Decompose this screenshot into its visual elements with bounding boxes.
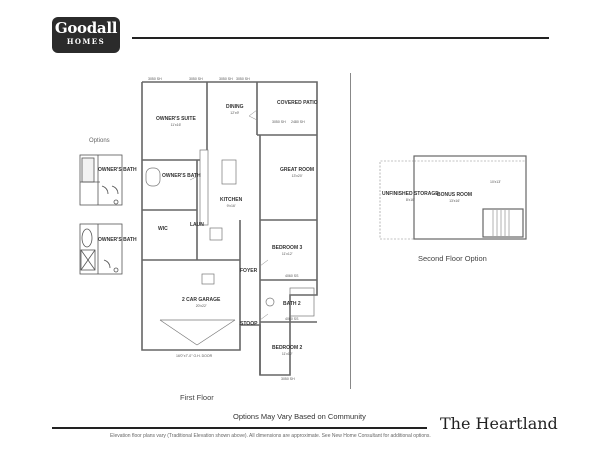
options-bath-label-1: OWNER'S BATH: [98, 167, 137, 173]
options-caption: Options: [89, 138, 110, 144]
window-tag: 3050 SH: [272, 120, 286, 124]
header-rule: [132, 37, 549, 39]
room-covered-patio: COVERED PATIO: [277, 100, 318, 106]
room-wic: WIC: [158, 226, 168, 232]
footer-rule: [52, 427, 427, 429]
room-bath-2: BATH 2: [283, 301, 301, 307]
first-floor-plan: [141, 81, 318, 376]
plan-divider: [350, 73, 351, 389]
room-laundry: LAUN: [190, 222, 204, 228]
room-stoop: STOOP: [240, 321, 258, 327]
disclaimer: Elevation floor plans vary (Traditional …: [110, 433, 431, 439]
plan-title: The Heartland: [440, 414, 558, 433]
window-tag: 2480 SH: [291, 120, 305, 124]
room-foyer: FOYER: [240, 268, 258, 274]
window-tag: 4060 SS: [285, 274, 299, 278]
window-tag: 3050 SH: [281, 377, 295, 381]
room-owners-bath: OWNER'S BATH: [162, 173, 201, 179]
brand-logo: Goodall HOMES: [52, 17, 120, 53]
options-bath-variant-2: [79, 223, 123, 275]
brand-name: Goodall: [54, 19, 118, 37]
garage-door-tag: 16'0"x7'-0" O.H. DOOR: [176, 354, 213, 358]
first-floor-caption: First Floor: [180, 393, 214, 402]
window-tag: 3050 SH: [189, 77, 203, 81]
second-floor-plan: [379, 155, 527, 240]
bonus-extension-dim: 10'x13': [490, 180, 501, 184]
second-floor-caption: Second Floor Option: [418, 254, 487, 263]
options-note: Options May Vary Based on Community: [233, 412, 366, 421]
window-tag: 4060 SS: [285, 317, 299, 321]
options-bath-variant-1: [79, 154, 123, 206]
window-tag: 3050 SH: [219, 77, 233, 81]
brand-subtitle: HOMES: [66, 37, 106, 46]
window-tag: 3050 SH: [148, 77, 162, 81]
window-tag: 3050 SH: [236, 77, 250, 81]
options-bath-label-2: OWNER'S BATH: [98, 237, 137, 243]
